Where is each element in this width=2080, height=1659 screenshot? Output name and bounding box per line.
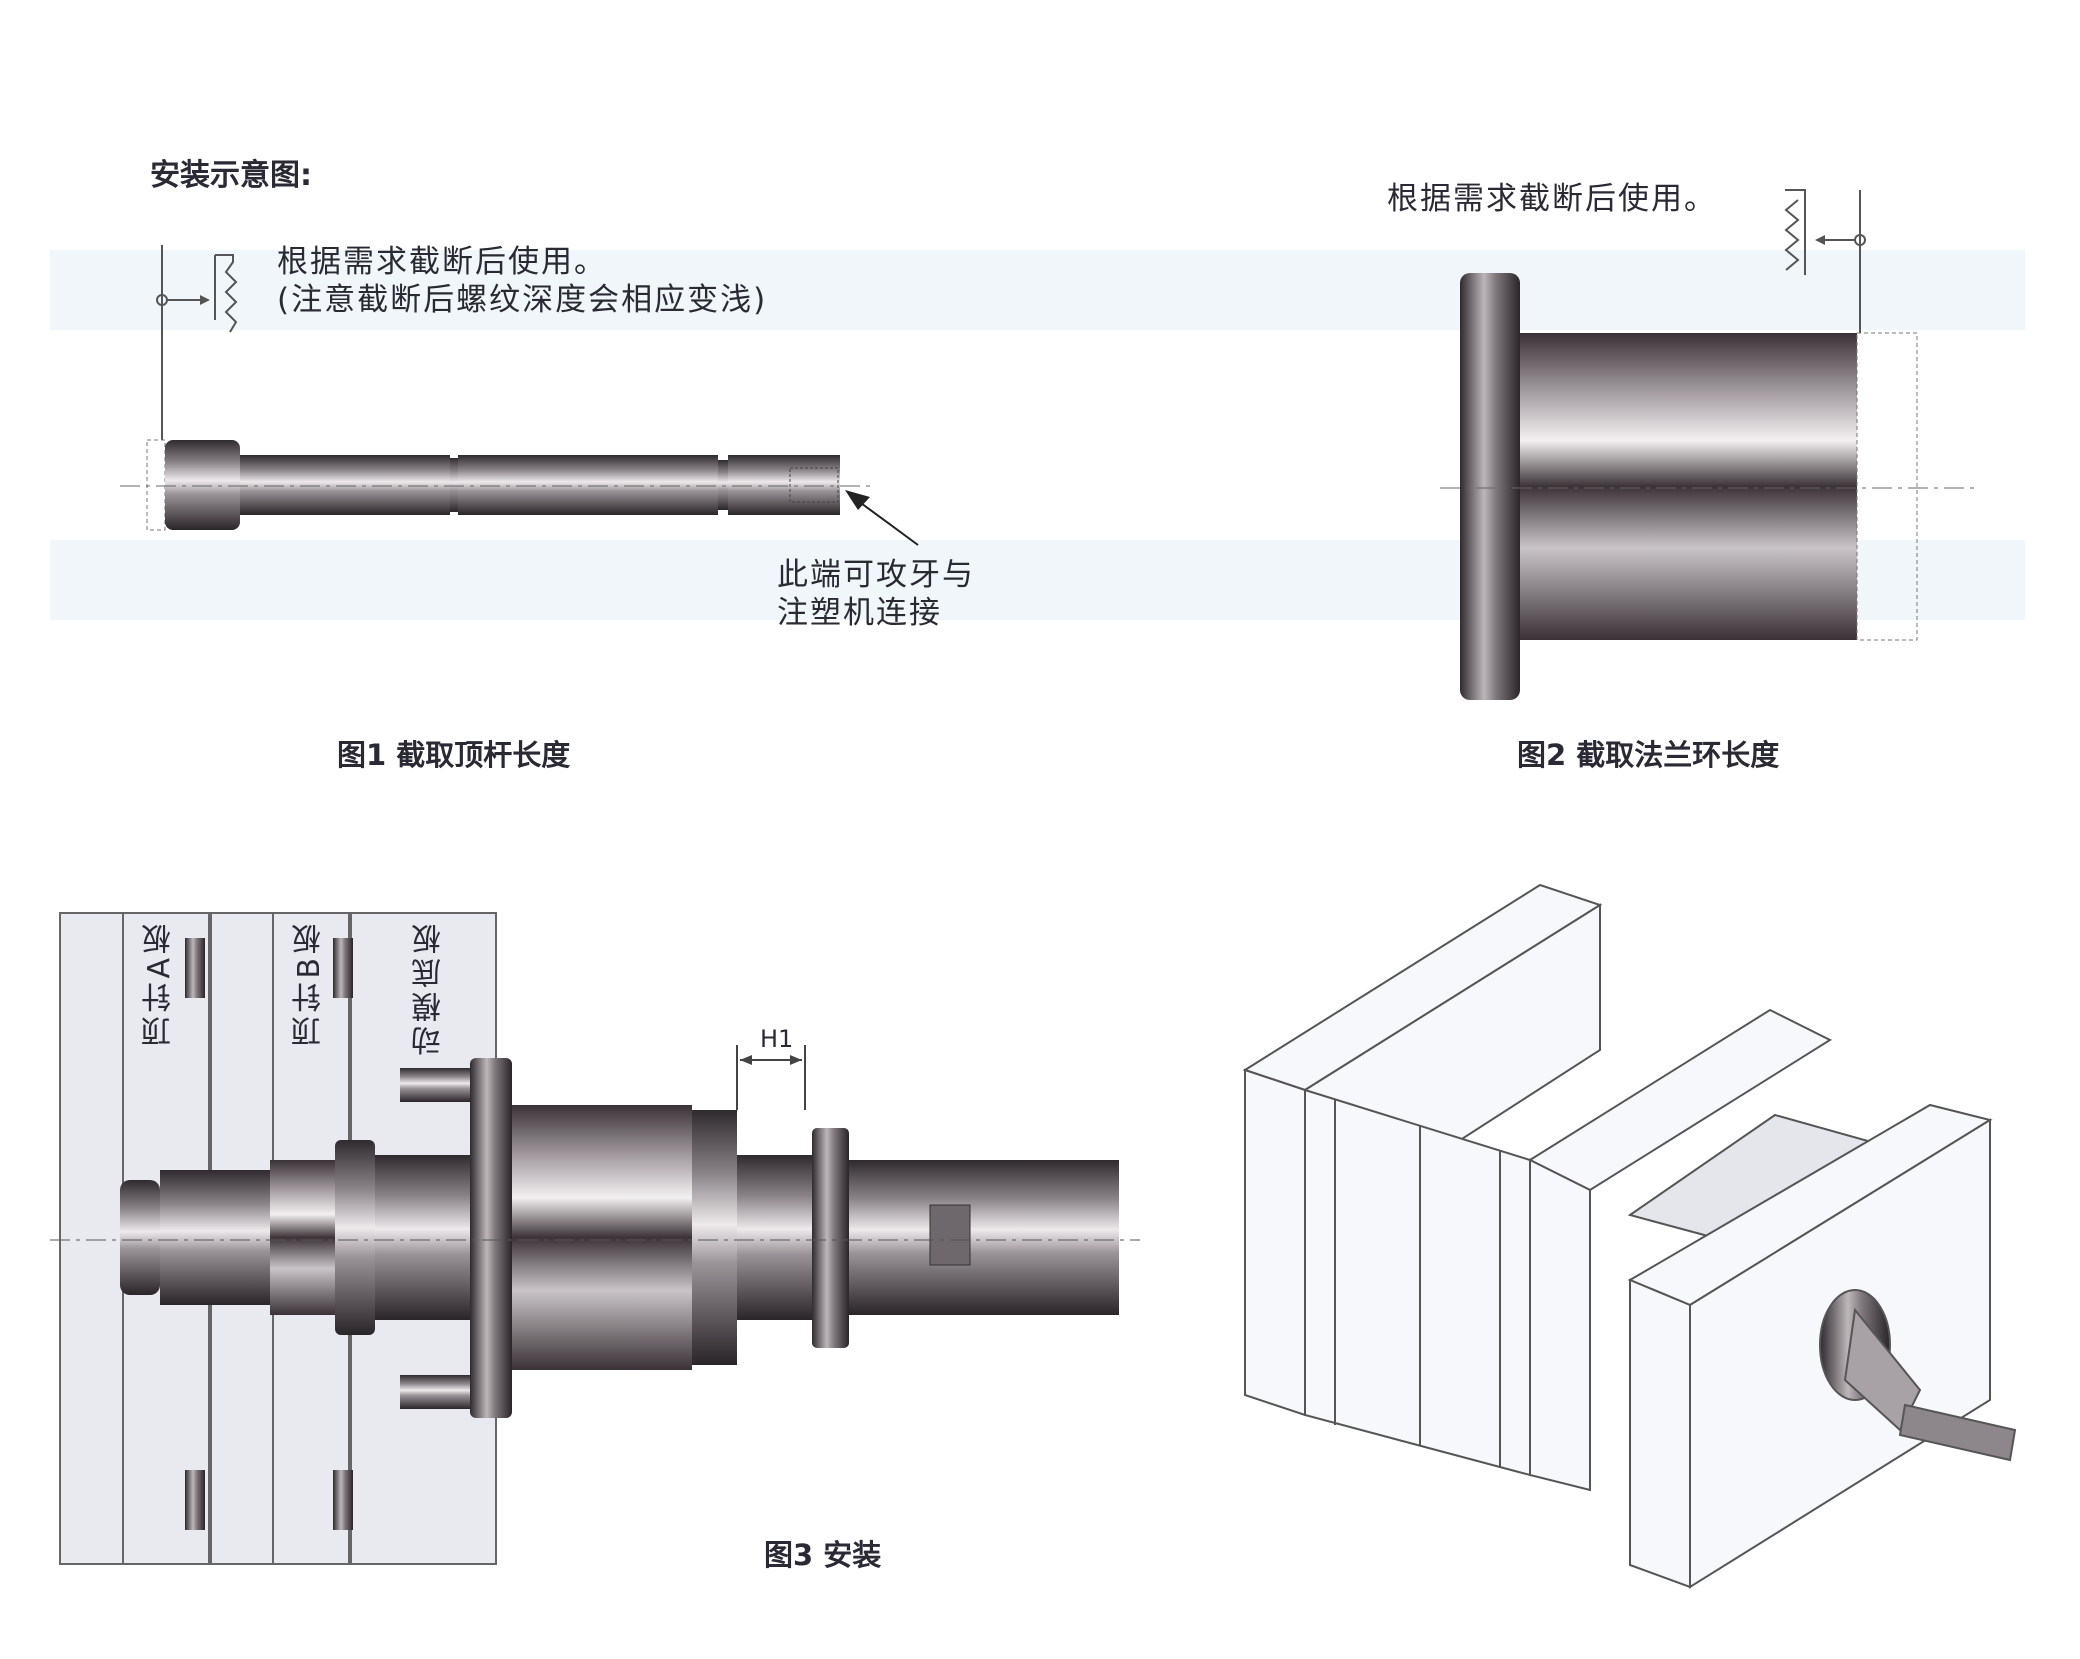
figure1-note: 根据需求截断后使用。 (注意截断后螺纹深度会相应变浅) bbox=[277, 243, 767, 319]
plate-base-label: 动模底板 bbox=[412, 920, 447, 1056]
background-band bbox=[50, 250, 2025, 330]
figure2-caption: 图2 截取法兰环长度 bbox=[1517, 738, 1780, 772]
figure1-ejector-rod bbox=[120, 245, 919, 546]
figure1-caption: 图1 截取顶杆长度 bbox=[337, 738, 571, 772]
figure2-note: 根据需求截断后使用。 bbox=[1387, 181, 1717, 217]
figure1-note-line1: 根据需求截断后使用。 bbox=[277, 244, 607, 280]
figure1-callout-line2: 注塑机连接 bbox=[777, 595, 942, 631]
figure3-caption: 图3 安装 bbox=[764, 1538, 882, 1572]
plate-a-label: 顶针A板 bbox=[142, 920, 177, 1047]
figure1-note-line2: (注意截断后螺纹深度会相应变浅) bbox=[277, 282, 768, 318]
figure3-assembly-shaft bbox=[50, 1045, 1140, 1418]
dimension-h1-label: H1 bbox=[760, 1025, 794, 1053]
mold-3d-illustration bbox=[1242, 883, 2017, 1589]
figure1-callout-line1: 此端可攻牙与 bbox=[777, 557, 975, 593]
figure1-callout: 此端可攻牙与 注塑机连接 bbox=[777, 556, 975, 632]
plate-b-label: 顶针B板 bbox=[292, 920, 327, 1047]
figure2-flange-ring bbox=[1440, 189, 1980, 700]
page-title: 安装示意图: bbox=[150, 158, 312, 193]
